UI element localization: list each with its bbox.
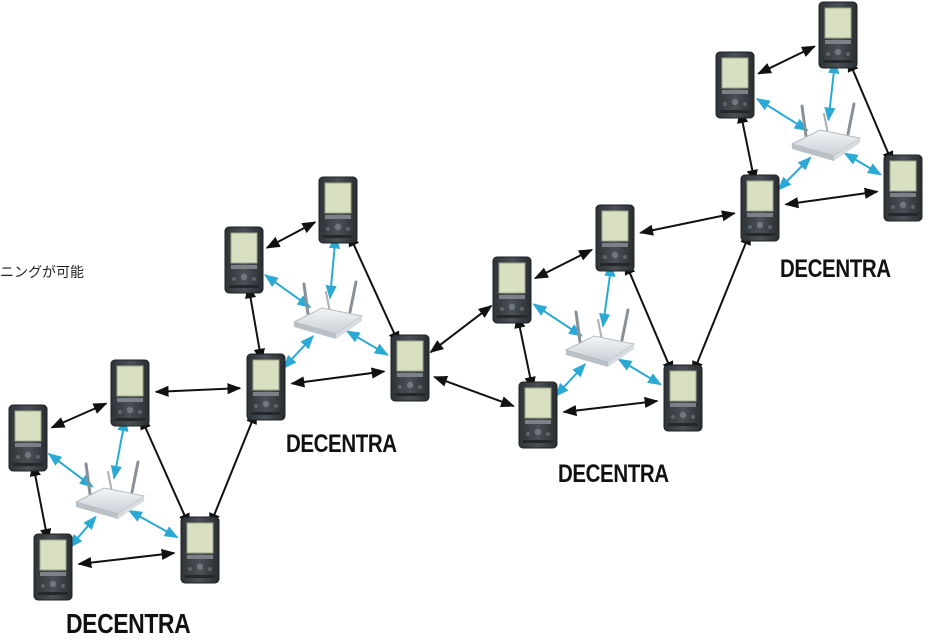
device-link-arrow: [245, 284, 265, 363]
wireless-router-icon: [790, 102, 862, 161]
device-link-arrow: [847, 57, 894, 166]
device-link-arrow: [139, 415, 191, 528]
wireless-router-icon: [292, 280, 364, 339]
pda-device-icon: [595, 204, 635, 272]
router-link-arrow: [617, 358, 662, 386]
device-link-arrow: [347, 232, 401, 346]
wireless-router-icon: [74, 460, 146, 519]
pda-device-icon: [246, 353, 286, 421]
device-link-arrow: [533, 248, 594, 280]
cluster-caption-2: DECENTRA: [558, 460, 669, 488]
pda-device-icon: [180, 516, 220, 584]
side-note-text: ニングが可能: [0, 265, 84, 281]
device-link-arrow: [208, 409, 258, 528]
device-link-arrow: [290, 367, 386, 388]
device-link-arrow: [50, 402, 108, 429]
device-link-arrow: [639, 210, 736, 236]
pda-device-icon: [715, 51, 755, 119]
device-link-arrow: [624, 260, 674, 376]
pda-device-icon: [740, 174, 780, 242]
pda-device-icon: [492, 256, 532, 324]
router-link-arrow: [264, 274, 312, 309]
pda-device-icon: [33, 533, 73, 601]
router-link-arrow: [554, 363, 587, 397]
router-link-arrow: [345, 330, 389, 356]
pda-device-icon: [318, 176, 358, 244]
device-link-arrow: [265, 221, 317, 249]
router-link-arrow: [325, 234, 341, 300]
pda-device-icon: [8, 404, 48, 472]
cluster-caption-4: DECENTRA: [66, 608, 191, 639]
router-link-arrow: [282, 335, 315, 369]
pda-device-icon: [663, 364, 703, 432]
device-link-arrow: [29, 462, 52, 543]
device-link-arrow: [154, 383, 242, 397]
router-link-arrow: [128, 509, 179, 539]
cluster-caption-1: DECENTRA: [286, 430, 397, 458]
device-link-arrow: [429, 304, 493, 354]
device-link-arrow: [691, 230, 752, 376]
device-link-arrow: [757, 45, 816, 75]
device-link-arrow: [562, 396, 659, 417]
pda-device-icon: [883, 154, 923, 222]
pda-device-icon: [224, 226, 264, 294]
device-link-arrow: [784, 187, 879, 209]
router-link-arrow: [599, 262, 616, 328]
device-link-arrow: [514, 314, 536, 391]
pda-device-icon: [110, 359, 150, 427]
cluster-caption-3: DECENTRA: [780, 255, 891, 283]
router-link-arrow: [843, 152, 882, 176]
pda-device-icon: [518, 381, 558, 449]
router-link-arrow: [755, 97, 809, 132]
router-link-arrow: [47, 452, 94, 488]
router-link-arrow: [532, 303, 583, 337]
pda-device-icon: [818, 1, 858, 69]
device-link-arrow: [737, 109, 758, 184]
router-link-arrow: [68, 515, 97, 549]
device-link-arrow: [433, 376, 515, 407]
pda-device-icon: [390, 334, 430, 402]
router-link-arrow: [824, 59, 840, 122]
wireless-router-icon: [564, 308, 636, 367]
device-link-arrow: [77, 548, 176, 569]
router-link-arrow: [777, 156, 812, 191]
router-link-arrow: [110, 417, 129, 480]
